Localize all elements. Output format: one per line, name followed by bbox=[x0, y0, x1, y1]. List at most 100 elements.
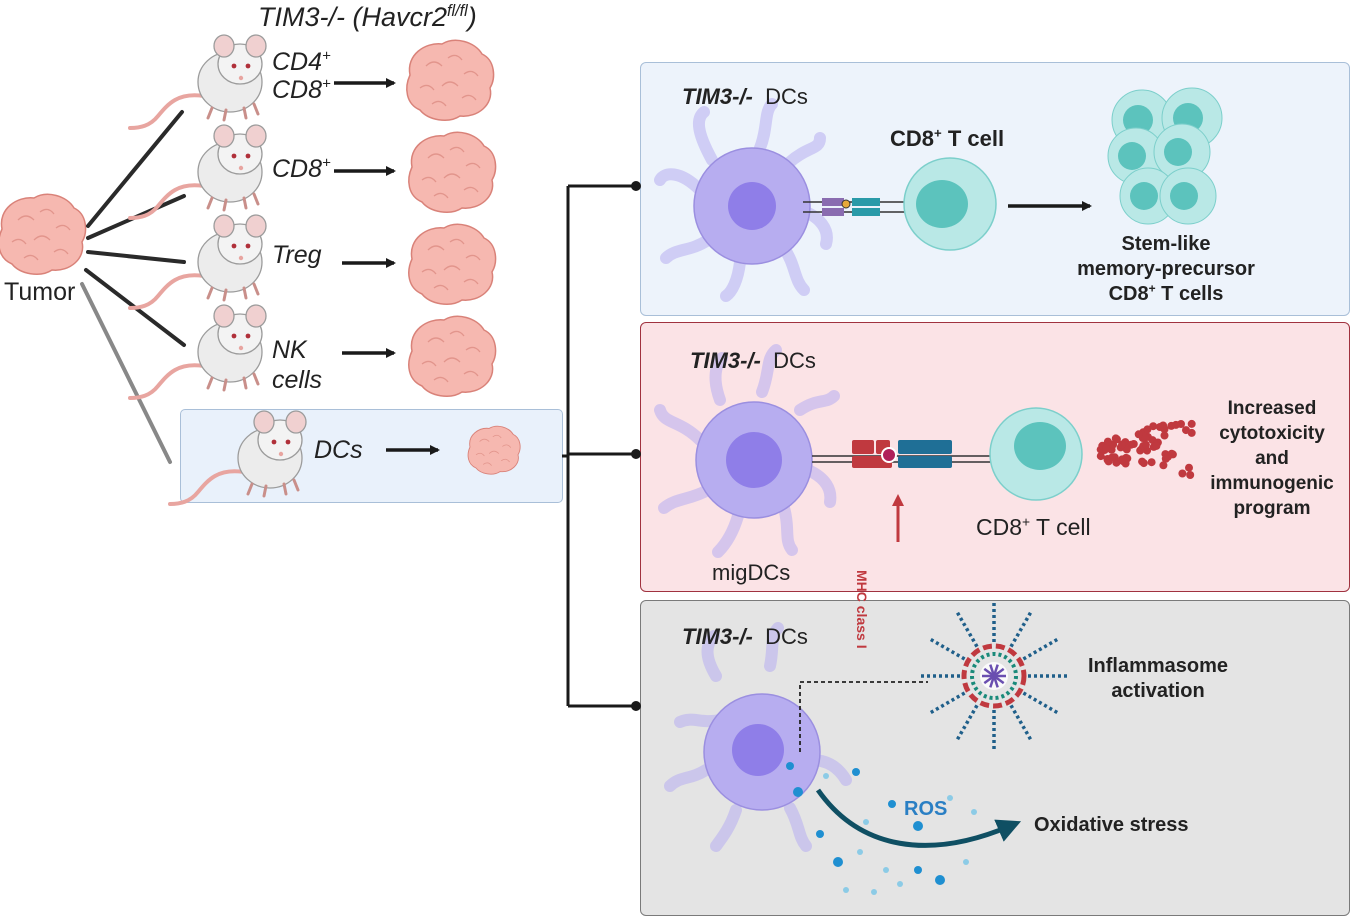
ros-particle bbox=[871, 889, 877, 895]
inflammasome-spoke bbox=[1022, 637, 1059, 661]
ros-particle bbox=[947, 795, 953, 801]
dendritic-cell-icon bbox=[654, 98, 833, 302]
label-line: Stem-like bbox=[1121, 233, 1211, 255]
title-italic: TIM3-/- bbox=[682, 624, 753, 649]
tumor-icon bbox=[0, 193, 87, 276]
title-rest: DCs bbox=[765, 624, 808, 649]
label-line: and bbox=[1255, 448, 1289, 469]
label-line: cytotoxicity bbox=[1219, 423, 1325, 444]
bracket-connector bbox=[562, 184, 636, 708]
title-close: ) bbox=[467, 2, 477, 32]
ros-particles bbox=[786, 762, 977, 895]
granule bbox=[1096, 452, 1105, 461]
mouse-icon bbox=[128, 123, 268, 220]
ros-particle bbox=[913, 821, 923, 831]
ros-particle bbox=[863, 819, 869, 825]
ros-particle bbox=[793, 787, 803, 797]
granule bbox=[1163, 452, 1172, 461]
granule bbox=[1118, 440, 1127, 449]
mouse-icon bbox=[168, 409, 308, 506]
label-superscript: + bbox=[1022, 514, 1031, 530]
mouse-label-line: NK bbox=[272, 336, 307, 364]
label-superscript: + bbox=[322, 75, 331, 93]
signal-link bbox=[799, 681, 928, 752]
label-line: Increased bbox=[1227, 398, 1317, 419]
ros-particle bbox=[857, 849, 863, 855]
oxidative-stress-label: Oxidative stress bbox=[1034, 814, 1189, 836]
granule bbox=[1143, 425, 1152, 434]
mouse-icon bbox=[128, 33, 268, 130]
title-italic: TIM3-/- bbox=[690, 348, 761, 373]
label-text: CD8 bbox=[890, 126, 935, 151]
label-line: immunogenic bbox=[1210, 473, 1334, 494]
granule bbox=[1155, 423, 1164, 431]
page-title: TIM3-/- (Havcr2fl/fl) bbox=[258, 2, 477, 33]
label-line: CD8 bbox=[1108, 283, 1149, 305]
label-superscript: + bbox=[1148, 281, 1156, 296]
label-superscript: + bbox=[322, 47, 331, 65]
granule bbox=[1178, 469, 1187, 478]
mouse-label-line: CD4 bbox=[272, 48, 323, 76]
granule bbox=[1147, 458, 1156, 467]
t-cell-icon bbox=[903, 157, 997, 251]
tumor-icon bbox=[408, 131, 497, 214]
inflammasome-spoke bbox=[955, 704, 979, 741]
label-line: memory-precursor bbox=[1077, 258, 1255, 280]
granule bbox=[1185, 463, 1193, 472]
label-superscript: + bbox=[934, 125, 942, 141]
label-text: T cell bbox=[1030, 514, 1091, 540]
ros-particle bbox=[843, 887, 849, 893]
panel-bottom-title: TIM3-/- DCs bbox=[682, 624, 808, 650]
label-superscript: + bbox=[322, 154, 331, 172]
mouse-label-line: CD8 bbox=[272, 76, 323, 104]
ros-label: ROS bbox=[904, 798, 948, 820]
inflammasome-core bbox=[993, 667, 1005, 678]
granule bbox=[1159, 461, 1168, 470]
mouse-label-dcs: DCs bbox=[314, 436, 363, 464]
granule bbox=[1108, 453, 1116, 462]
t-cell-icon bbox=[989, 407, 1083, 501]
mouse-arrows bbox=[334, 78, 440, 455]
cytotoxic-granules bbox=[1096, 419, 1196, 479]
t-cell-label: CD8+ T cell bbox=[890, 126, 1004, 152]
inflammasome-spoke bbox=[1022, 691, 1059, 715]
inflammasome-icon bbox=[920, 602, 1068, 750]
inflammasome-spoke bbox=[1009, 704, 1033, 741]
granule bbox=[1187, 419, 1196, 428]
granule bbox=[1102, 444, 1111, 453]
label-line: T cells bbox=[1155, 283, 1224, 305]
mouse-label-line: CD8 bbox=[272, 155, 323, 183]
receptor-icon bbox=[812, 440, 998, 468]
granule bbox=[1111, 434, 1120, 443]
mouse-label-treg: Treg bbox=[272, 241, 322, 269]
granule bbox=[1103, 437, 1112, 446]
ros-particle bbox=[963, 859, 969, 865]
granule bbox=[1182, 426, 1190, 435]
dendritic-cell-icon bbox=[654, 344, 840, 558]
inflammasome-spoke bbox=[1009, 611, 1033, 648]
title-superscript: fl/fl bbox=[447, 2, 468, 20]
memory-t-cell-label: Stem-like memory-precursor CD8+ T cells bbox=[1060, 232, 1272, 307]
tumor-icon bbox=[406, 39, 495, 122]
tumor-icon bbox=[408, 315, 497, 398]
panel-top-title: TIM3-/- DCs bbox=[682, 84, 808, 110]
arrow-icon bbox=[815, 788, 1022, 848]
ros-particle bbox=[786, 762, 794, 770]
granule bbox=[1171, 420, 1180, 429]
granule bbox=[1118, 455, 1127, 464]
label-line: Inflammasome bbox=[1087, 655, 1229, 677]
panel-middle-title: TIM3-/- DCs bbox=[690, 348, 816, 374]
inflammasome-spoke bbox=[929, 691, 966, 715]
ros-particle bbox=[971, 809, 977, 815]
receptor-icon bbox=[803, 198, 905, 216]
ros-particle bbox=[883, 867, 889, 873]
mouse-icon bbox=[128, 213, 268, 310]
granule bbox=[1186, 471, 1195, 479]
mhc-class-i-label: MHC class I bbox=[854, 570, 870, 649]
ros-particle bbox=[816, 830, 824, 838]
memory-t-cell-cluster bbox=[1107, 87, 1223, 225]
label-text: T cell bbox=[941, 126, 1005, 151]
ros-particle bbox=[852, 768, 860, 776]
title-italic: TIM3-/- bbox=[682, 84, 753, 109]
